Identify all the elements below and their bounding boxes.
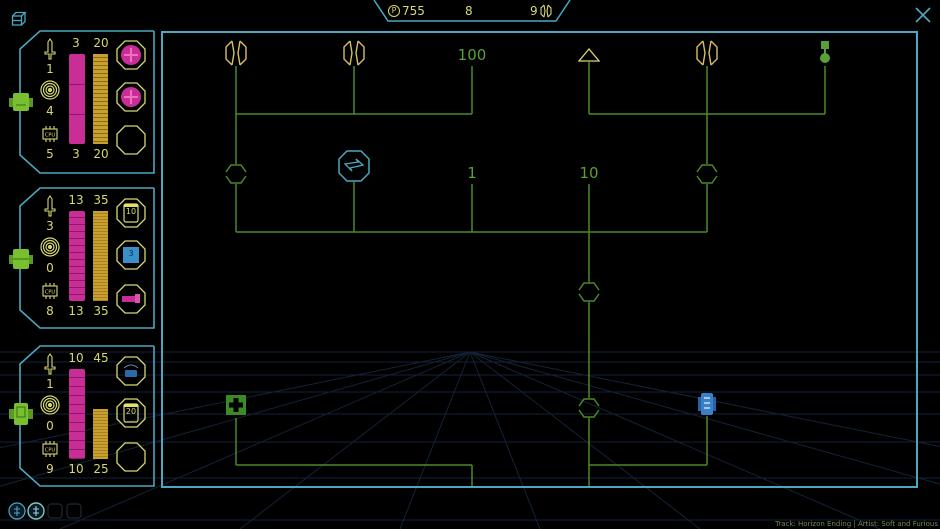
- points-value: 755: [402, 4, 425, 18]
- center-value: 8: [465, 4, 473, 18]
- cpu-icon: CPU: [42, 283, 58, 299]
- health-bar: [69, 369, 85, 459]
- resource-bar-frame: [373, 0, 571, 22]
- empty-node[interactable]: [695, 162, 719, 186]
- shield-icon: [40, 237, 60, 257]
- empty-slot[interactable]: [116, 125, 146, 155]
- health-max: 3: [72, 36, 80, 50]
- tokens-value: 9: [530, 4, 538, 18]
- exit-arrow-icon[interactable]: [578, 48, 600, 62]
- panel-frame: [19, 345, 155, 487]
- cpu-icon: CPU: [42, 126, 58, 142]
- ability-slot-2-icon[interactable]: [27, 502, 45, 520]
- cpu-icon: CPU: [42, 441, 58, 457]
- lightning-node-icon[interactable]: [338, 150, 370, 182]
- battery-10-icon[interactable]: [116, 198, 146, 228]
- unit-panel-1[interactable]: 1 4 CPU 5 3 20 3 20: [6, 30, 156, 175]
- energy-current: 25: [93, 462, 109, 476]
- shield-icon: [40, 80, 60, 100]
- cube-icon[interactable]: [11, 11, 27, 27]
- laser-gun-icon[interactable]: [116, 284, 146, 314]
- sword-icon: [44, 195, 56, 217]
- health-bar: [69, 54, 85, 144]
- ability-toolbar: [8, 502, 83, 520]
- attack-value: 3: [46, 219, 54, 233]
- panel-frame: [19, 30, 155, 174]
- energy-current: 35: [93, 304, 109, 318]
- energy-bar: [93, 211, 108, 301]
- health-current: 3: [72, 147, 80, 161]
- medkit-orb-icon[interactable]: [116, 40, 146, 70]
- svg-text:CPU: CPU: [45, 133, 56, 139]
- p-coin-icon: P: [388, 5, 400, 17]
- energy-bar: [93, 54, 108, 144]
- shield-value: 0: [46, 261, 54, 275]
- unit-panel-3[interactable]: 1 0 CPU 9 10 45 10 25 20: [6, 345, 156, 488]
- robot-unit-icon[interactable]: [698, 392, 716, 416]
- unit-panel-2[interactable]: 3 0 CPU 8 13 35 13 35 10 3: [6, 187, 156, 330]
- link-chip-icon[interactable]: [342, 40, 366, 66]
- track-info: Track: Horizon Ending | Artist: Soft and…: [775, 520, 938, 528]
- panel-frame: [19, 187, 155, 329]
- sword-icon: [44, 38, 56, 60]
- chip-3-icon[interactable]: [116, 240, 146, 270]
- chip-3-label: 3: [128, 249, 134, 258]
- link-chip-icon[interactable]: [224, 40, 248, 66]
- ability-slot-4-icon[interactable]: [65, 502, 83, 520]
- empty-node[interactable]: [577, 396, 601, 420]
- empty-slot[interactable]: [116, 442, 146, 472]
- shield-value: 0: [46, 419, 54, 433]
- health-max: 10: [68, 351, 84, 365]
- energy-current: 20: [93, 147, 109, 161]
- battery-20-icon[interactable]: [116, 398, 146, 428]
- robot-avatar-icon[interactable]: [8, 402, 34, 426]
- robot-part-icon[interactable]: [818, 40, 832, 66]
- game-board[interactable]: [161, 31, 918, 488]
- energy-bar: [93, 409, 108, 459]
- robot-avatar-icon[interactable]: [8, 90, 34, 114]
- resource-bar: P 755 8 9: [372, 0, 572, 24]
- ability-slot-1-icon[interactable]: [8, 502, 26, 520]
- health-bar: [69, 211, 85, 301]
- health-current: 10: [68, 462, 84, 476]
- empty-node[interactable]: [577, 280, 601, 304]
- medkit-icon[interactable]: [225, 394, 247, 416]
- cpu-value: 8: [46, 304, 54, 318]
- cpu-value: 5: [46, 147, 54, 161]
- sword-icon: [44, 353, 56, 375]
- empty-node[interactable]: [224, 162, 248, 186]
- robot-avatar-icon[interactable]: [8, 247, 34, 271]
- node-value-100[interactable]: 100: [457, 46, 487, 64]
- node-value-1[interactable]: 1: [467, 164, 477, 182]
- battery-10-label: 10: [125, 207, 137, 216]
- cloak-device-icon[interactable]: [116, 356, 146, 386]
- battery-20-label: 20: [125, 407, 137, 416]
- health-max: 13: [68, 193, 84, 207]
- health-current: 13: [68, 304, 84, 318]
- attack-value: 1: [46, 377, 54, 391]
- node-value-10[interactable]: 10: [579, 164, 599, 182]
- medkit-orb-icon[interactable]: [116, 82, 146, 112]
- shield-value: 4: [46, 104, 54, 118]
- attack-value: 1: [46, 62, 54, 76]
- svg-text:CPU: CPU: [45, 448, 56, 454]
- svg-text:CPU: CPU: [45, 290, 56, 296]
- ability-slot-3-icon[interactable]: [46, 502, 64, 520]
- shield-icon: [40, 395, 60, 415]
- energy-max: 35: [93, 193, 109, 207]
- cpu-value: 9: [46, 462, 54, 476]
- link-chip-icon[interactable]: [695, 40, 719, 66]
- energy-max: 20: [93, 36, 109, 50]
- close-icon[interactable]: [914, 6, 932, 24]
- energy-max: 45: [93, 351, 109, 365]
- link-chip-icon: [540, 4, 552, 18]
